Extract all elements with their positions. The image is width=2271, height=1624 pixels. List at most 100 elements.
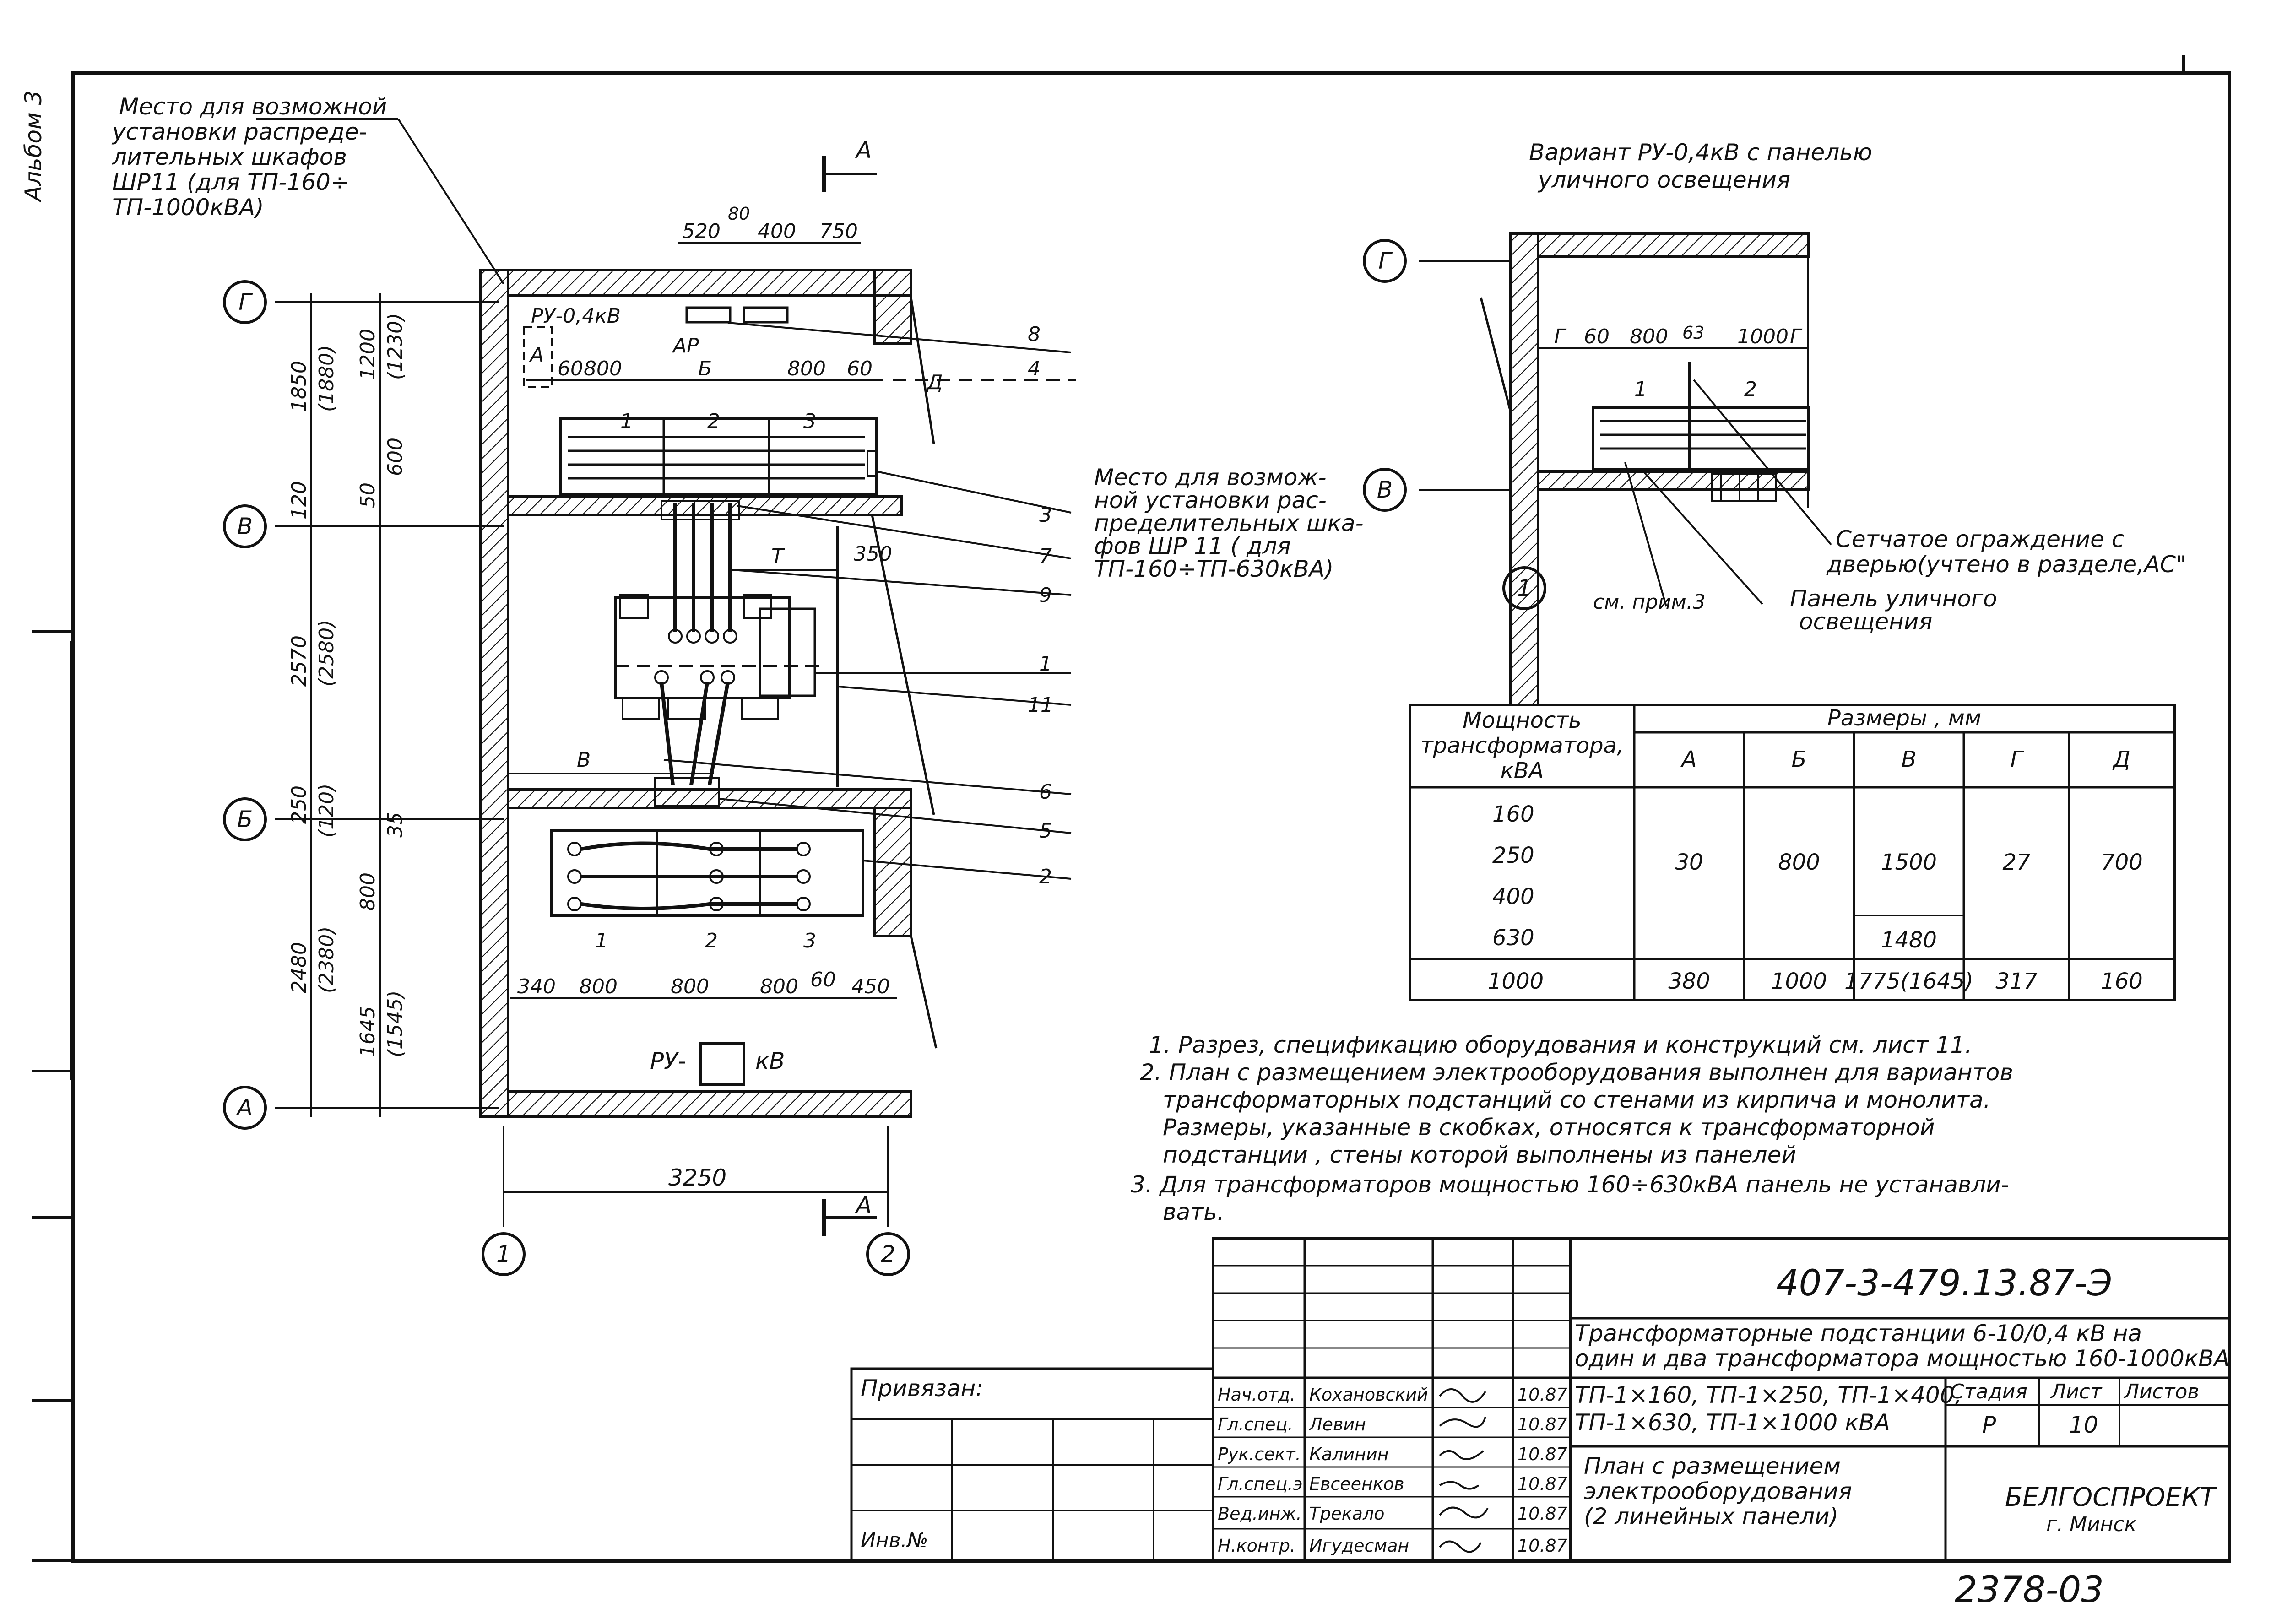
axis-label-1: 1: [496, 1241, 511, 1267]
vdim-1200: 1200: [356, 329, 379, 380]
role-3: Рук.сект.: [1218, 1444, 1301, 1464]
bottom-dim-3250: 3250: [668, 1164, 726, 1191]
row-bot-dim-5: 60: [810, 968, 836, 991]
ar-box-2: [743, 306, 789, 324]
org-name: БЕЛГОСПРОЕКТ: [2005, 1483, 2217, 1512]
letter-t: Т: [771, 545, 785, 568]
table-power-250: 250: [1492, 843, 1534, 868]
row-bot-dim-3: 800: [671, 975, 709, 998]
mid-note-line-5: ТП-160÷ТП-630кВА): [1094, 556, 1333, 582]
sheet-value: 10: [2069, 1412, 2098, 1438]
ar-label: АР: [672, 334, 699, 357]
variant-note-mesh-2: дверью(учтено в разделе,АС": [1826, 551, 2186, 578]
variant-dim-5: 1000: [1737, 325, 1789, 348]
axis-label-v: В: [237, 513, 253, 540]
sheet-name-2: электрооборудования: [1584, 1478, 1852, 1505]
row-top-dim-2: 800: [584, 357, 622, 380]
top-right-pier: [873, 269, 912, 345]
table-v-630: 1480: [1881, 927, 1937, 953]
lower-panel-num-2: 2: [705, 929, 718, 953]
table-col-v: В: [1902, 747, 1917, 772]
row-bot-dim-2: 800: [579, 975, 618, 998]
row-bot-dim-6: 450: [851, 975, 890, 998]
date-3: 10.87: [1518, 1444, 1567, 1464]
callout-11: 11: [1028, 693, 1053, 717]
sheet-head: Лист: [2050, 1380, 2103, 1403]
table-power-1000: 1000: [1488, 969, 1544, 994]
table-header-power-2: трансформатора,: [1420, 733, 1624, 758]
note-2: 2. План с размещением электрооборудовани…: [1140, 1059, 2013, 1086]
callout-9: 9: [1039, 584, 1052, 607]
main-plan: 1 2 3 РУ-0,4кВ АР А 60 800 Б 800 60 Д: [111, 93, 1364, 1276]
variant-axis-1: [1502, 566, 1546, 610]
dashed-box-a: [523, 326, 553, 388]
ru-voltage-box: [699, 1042, 745, 1086]
variant-dim-6: Г: [1790, 325, 1803, 348]
mid-note-line-2: ной установки рас-: [1094, 487, 1327, 514]
types-line-2: ТП-1×630, ТП-1×1000 кВА: [1575, 1409, 1890, 1436]
bottom-wall: [507, 1090, 912, 1118]
top-note-line-4: ШР11 (для ТП-160÷: [112, 169, 350, 195]
handwritten-signatures: [1439, 1388, 1489, 1553]
variant-note-panel-2: освещения: [1799, 608, 1932, 635]
name-5: Трекало: [1309, 1504, 1385, 1524]
mid-note-line-4: фов ШР 11 ( для: [1094, 533, 1291, 559]
top-note-line-3: лительных шкафов: [112, 144, 347, 170]
role-4: Гл.спец.э: [1218, 1474, 1302, 1494]
vdim-2570: 2570: [287, 635, 311, 687]
left-wall: [479, 269, 509, 1118]
variant-title-line-1: Вариант РУ-0,4кВ с панелью: [1529, 139, 1872, 166]
note-2-cont-2: Размеры, указанные в скобках, относятся …: [1163, 1114, 1935, 1141]
date-6: 10.87: [1518, 1536, 1567, 1556]
variant-dim-3: 800: [1630, 325, 1668, 348]
upper-panel-num-3: 3: [803, 410, 816, 433]
upper-panel-num-2: 2: [707, 410, 720, 433]
signatures: Нач.отд. Кохановский 10.87 Гл.спец. Леви…: [1218, 1385, 1567, 1556]
callout-6: 6: [1039, 780, 1052, 804]
mid-note-line-1: Место для возмож-: [1094, 464, 1327, 491]
note-3-cont: вать.: [1163, 1199, 1225, 1225]
table-d-merged: 700: [2101, 850, 2143, 875]
vdim-250: 250: [287, 785, 311, 824]
variant-note-mesh-1: Сетчатое ограждение с: [1836, 526, 2124, 552]
axis-label-b: Б: [237, 806, 253, 833]
top-dim-80: 80: [728, 204, 750, 224]
table-a-merged: 30: [1675, 850, 1703, 875]
table-power-630: 630: [1492, 925, 1534, 951]
table-col-a: А: [1680, 747, 1697, 772]
row-top-dim-6: Д: [926, 371, 943, 394]
role-6: Н.контр.: [1218, 1536, 1295, 1556]
row-top-dim-1: 60: [558, 357, 583, 380]
vertical-dims-inner: 1200 (1230) 50 600 35 800 1645 (1545): [356, 313, 407, 1057]
vdim-2380: (2380): [315, 926, 338, 993]
types-line-1: ТП-1×160, ТП-1×250, ТП-1×400,: [1575, 1382, 1962, 1408]
vdim-1880: (1880): [315, 345, 338, 412]
axis-label-2: 2: [881, 1241, 895, 1267]
date-1: 10.87: [1518, 1385, 1567, 1405]
vdim-120b: (120): [315, 784, 338, 838]
variant-axis-g-label: Г: [1378, 248, 1393, 274]
table-v-1000: 1775(1645): [1844, 969, 1973, 994]
variant-dim-4: 63: [1682, 323, 1704, 343]
table-g-1000: 317: [1995, 969, 2038, 994]
title-block: 407-3-479.13.87-Э Трансформаторные подст…: [850, 1237, 2231, 1562]
row-bot-dim-4: 800: [760, 975, 798, 998]
table-header-sizes: Размеры , мм: [1827, 705, 1981, 731]
variant-axis-v: [1363, 468, 1407, 512]
album-tag: Альбом 3: [20, 91, 47, 203]
stage-head: Стадия: [1950, 1380, 2027, 1403]
row-top-dim-4: 800: [787, 357, 826, 380]
table-power-400: 400: [1492, 884, 1534, 909]
variant-panel-2: 2: [1744, 378, 1757, 401]
variant-detail: Вариант РУ-0,4кВ с панелью уличного осве…: [1363, 139, 2186, 706]
table-d-1000: 160: [2101, 969, 2143, 994]
note-2-cont-1: трансформаторных подстанций со стенами и…: [1163, 1087, 1991, 1113]
variant-axis-g: [1363, 239, 1407, 283]
note-1: 1. Разрез, спецификацию оборудования и к…: [1149, 1032, 1972, 1058]
top-note-line-5: ТП-1000кВА): [112, 194, 264, 221]
variant-left-wall: [1509, 232, 1539, 706]
general-notes: 1. Разрез, спецификацию оборудования и к…: [1131, 1032, 2013, 1225]
lower-panel-row: [550, 829, 864, 917]
lower-panel-num-3: 3: [803, 929, 816, 953]
